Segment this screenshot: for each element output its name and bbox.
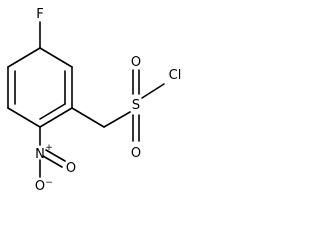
bond-ring-methylene (71, 107, 105, 128)
sulfur-label: S (132, 98, 140, 113)
bond-methylene-sulfur (103, 111, 131, 128)
ring-bond-bottom-right (39, 107, 73, 128)
nitrogen-positive-charge: + (45, 143, 53, 153)
nitro-oxygen-right-label: O (66, 161, 76, 176)
fluorine-label: F (36, 7, 43, 22)
atom-labels: F S O O Cl N + O O − (35, 7, 181, 194)
nitro-oxygen-bottom-label: O (35, 179, 45, 194)
bond-nitrogen-oxygen-right-b (42, 155, 63, 168)
chlorine-label: Cl (169, 68, 182, 83)
bond-nitrogen-oxygen-right-a (45, 149, 66, 162)
substituent-bonds (39, 21, 165, 178)
ring-bond-bottom-left (7, 107, 41, 128)
ring-bond-bottom-right-inner (39, 103, 66, 120)
sulfonyl-oxygen-bottom-label: O (131, 146, 141, 161)
bond-sulfur-chlorine (141, 83, 165, 99)
nitrogen-label: N (35, 147, 45, 162)
ring-bond-top-left (7, 47, 41, 68)
oxygen-negative-charge: − (45, 178, 53, 188)
sulfonyl-oxygen-top-label: O (131, 55, 141, 70)
ring-bond-top-right (39, 47, 73, 68)
chemical-structure-diagram: F S O O Cl N + O O − (7, 7, 181, 194)
benzene-ring (7, 47, 73, 128)
